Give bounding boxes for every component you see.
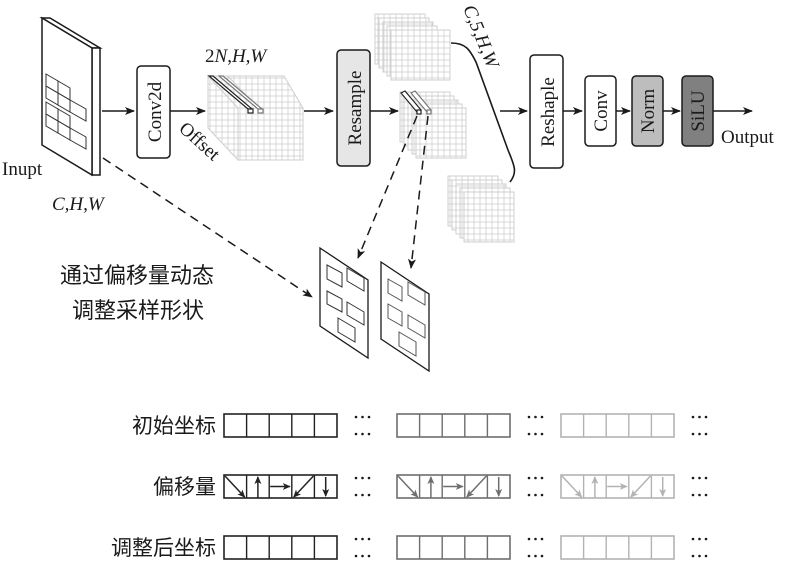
output-label: Output [721, 127, 775, 148]
sampled-stack-top [374, 13, 451, 81]
input-sampling-grid [45, 73, 87, 150]
annotation-line-1: 通过偏移量动态 [60, 264, 214, 289]
coordinate-cell-group [560, 413, 675, 438]
norm-block[interactable]: Norm [631, 75, 664, 147]
sampled-kernel-rods [400, 90, 432, 115]
offset-arrow-down-right-icon [397, 475, 419, 498]
coordinate-cell-group [560, 535, 675, 560]
ellipsis-icon [527, 415, 544, 436]
sampling-plane-1 [319, 246, 369, 360]
silu-label: SiLU [688, 90, 709, 131]
ellipsis-icon [354, 476, 371, 497]
input-label: Inupt [2, 159, 43, 180]
stack-dims-label: C,5,H,W [458, 2, 503, 73]
row-label: 调整后坐标 [111, 536, 216, 560]
offset-arrow-down-right-icon [224, 475, 246, 498]
coordinate-cell-group [396, 413, 511, 438]
reshape-block[interactable]: Reshaple [529, 54, 564, 169]
row-label: 偏移量 [153, 475, 216, 499]
ellipsis-icon [691, 476, 708, 497]
coordinate-cell-group [560, 474, 675, 499]
offset-dims-label: 2N,H,W [205, 46, 268, 67]
input-feature-map [39, 16, 103, 177]
input-dims-label: C,H,W [52, 194, 106, 215]
resample-block[interactable]: Resample [336, 49, 371, 167]
resample-label: Resample [345, 71, 366, 146]
coordinate-cell-group [396, 535, 511, 560]
offset-arrow-down-left-icon [293, 475, 314, 498]
sampled-stack-middle [399, 90, 467, 159]
conv2d-label: Conv2d [145, 81, 166, 142]
conv-block[interactable]: Conv [584, 75, 617, 147]
dashed-arrow-kernel1 [357, 115, 418, 259]
annotation-line-2: 调整采样形状 [72, 299, 204, 324]
reshape-label: Reshaple [538, 77, 559, 147]
dashed-arrow-kernel2 [408, 115, 429, 269]
ellipsis-icon [691, 415, 708, 436]
offset-tensor [206, 74, 304, 162]
row-label: 初始坐标 [132, 414, 216, 438]
sampled-stack-bottom [447, 175, 515, 243]
sampling-plane-2 [380, 260, 430, 373]
norm-label: Norm [638, 89, 659, 134]
offset-kernel-rods [207, 75, 264, 114]
ellipsis-icon [691, 537, 708, 558]
conv-label: Conv [591, 90, 612, 132]
coordinate-cell-group [223, 474, 338, 499]
offset-arrow-down-left-icon [466, 475, 487, 498]
ellipsis-icon [354, 415, 371, 436]
coordinate-cell-group [396, 474, 511, 499]
coordinate-cell-group [223, 413, 338, 438]
ellipsis-icon [354, 537, 371, 558]
stack-brace [450, 42, 516, 183]
offset-arrow-down-right-icon [561, 475, 583, 498]
dashed-arrow-input-to-sampling [102, 157, 313, 298]
coordinate-cell-group [223, 535, 338, 560]
silu-block[interactable]: SiLU [681, 75, 714, 147]
conv2d-block[interactable]: Conv2d [136, 65, 171, 159]
ellipsis-icon [527, 476, 544, 497]
ellipsis-icon [527, 537, 544, 558]
offset-arrow-down-left-icon [630, 475, 651, 498]
